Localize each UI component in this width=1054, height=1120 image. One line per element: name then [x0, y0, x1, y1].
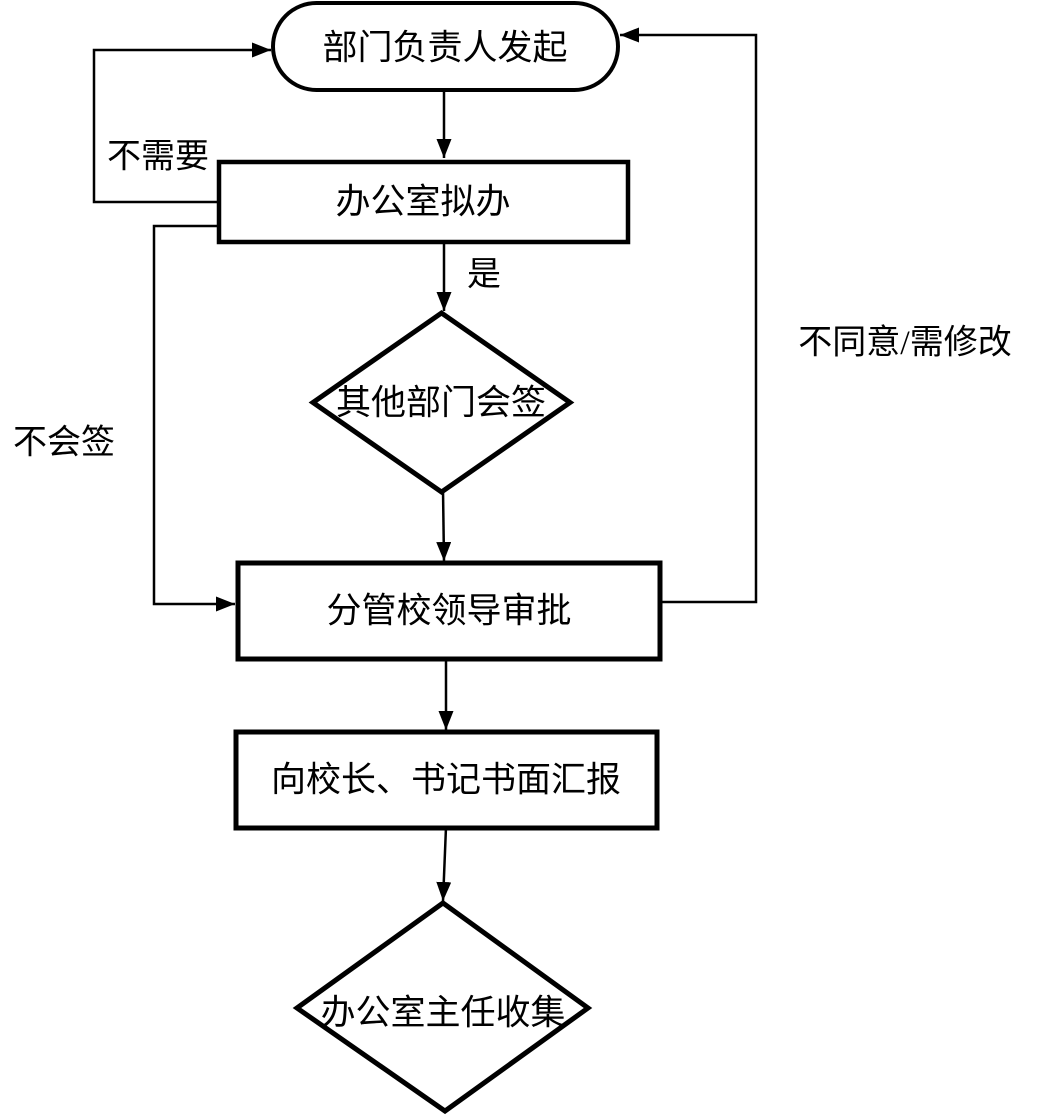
node-approve-label: 分管校领导审批 [326, 592, 571, 631]
edge-label-no-countersign: 不会签 [13, 424, 115, 462]
node-draft [216, 159, 631, 245]
edge-report-to-collect [436, 826, 452, 902]
node-approve [235, 560, 663, 662]
node-countersign [308, 309, 575, 496]
node-draft-label: 办公室拟办 [335, 183, 510, 222]
node-labels: 部门负责人发起 办公室拟办 其他部门会签 分管校领导审批 向校长、书记书面汇报 … [271, 29, 621, 1033]
node-collect [292, 899, 593, 1115]
node-countersign-label: 其他部门会签 [336, 384, 546, 423]
node-start-label: 部门负责人发起 [322, 29, 567, 68]
node-report [233, 729, 660, 831]
edge-label-not-needed: 不需要 [107, 139, 209, 176]
edges [92, 27, 758, 902]
edge-label-disagree: 不同意/需修改 [798, 324, 1011, 362]
edge-loop-not-needed [92, 42, 271, 204]
node-collect-label: 办公室主任收集 [320, 994, 565, 1033]
edge-labels: 是 不需要 不会签 不同意/需修改 [13, 139, 1012, 462]
edge-loop-no-countersign [152, 224, 235, 612]
node-report-label: 向校长、书记书面汇报 [271, 761, 621, 800]
edge-loop-disagree [620, 27, 758, 604]
edge-label-yes: 是 [467, 257, 501, 294]
node-start [271, 1, 620, 92]
edge-countersign-to-approve [436, 489, 452, 562]
nodes [216, 1, 663, 1115]
